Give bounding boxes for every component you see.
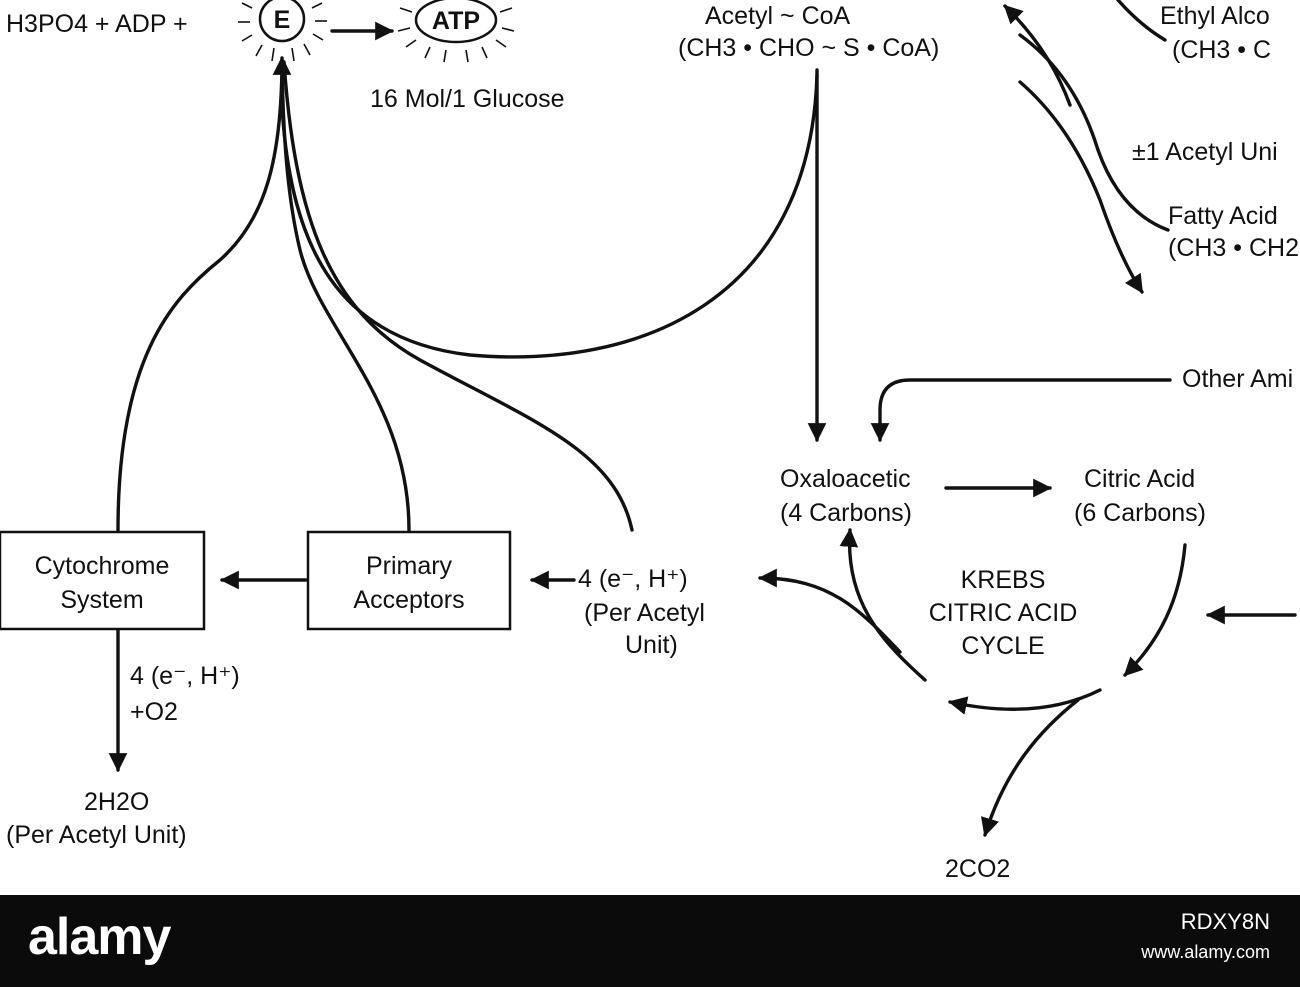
- cycle-right-arc: [1123, 543, 1187, 677]
- atp-label: ATP: [432, 7, 480, 35]
- fatty-acid-label: Fatty Acid: [1168, 202, 1278, 230]
- acetyl-coa-formula: (CH3 • CHO ~ S • CoA): [678, 34, 939, 62]
- cycle-left-arc: [839, 528, 927, 682]
- primary-label: Primary: [366, 552, 453, 580]
- energy-e-burst: E: [238, 0, 327, 62]
- water-label: 2H2O: [84, 788, 149, 816]
- ethyl-alcohol-label: Ethyl Alco: [1160, 2, 1270, 30]
- cycle-bottom-arc: [948, 688, 1102, 715]
- watermark-url: www.alamy.com: [1141, 942, 1270, 962]
- krebs-cycle-diagram: H3PO4 + ADP + E ATP 16 Mol/1 Glucose Ace…: [0, 0, 1299, 883]
- atp-burst: ATP: [397, 0, 515, 63]
- acetyl-to-e-arc: [280, 73, 819, 359]
- co2-label: 2CO2: [945, 855, 1010, 883]
- atp-yield-note: 16 Mol/1 Glucose: [370, 85, 565, 113]
- acceptors-label: Acceptors: [353, 586, 464, 614]
- watermark-image-id: RDXY8N: [1180, 909, 1270, 934]
- fatty-acid-formula: (CH3 • CH2: [1168, 234, 1299, 262]
- citric-acid-label: Citric Acid: [1084, 465, 1195, 493]
- ethyl-alcohol-curve: [1116, 0, 1167, 42]
- cycle-label: CYCLE: [961, 632, 1044, 660]
- oxaloacetic-carbons: (4 Carbons): [780, 499, 912, 527]
- electrons-in-label: 4 (e⁻, H⁺): [578, 565, 688, 593]
- cycle-to-electrons-arrow: [758, 568, 902, 654]
- cytochrome-to-e-curve: [116, 56, 292, 532]
- other-amino-label: Other Ami: [1182, 365, 1293, 393]
- cytochrome-system-box: [0, 530, 206, 631]
- cytochrome-label: Cytochrome: [35, 552, 170, 580]
- other-amino-arrow: [870, 378, 1172, 442]
- acetyl-coa-label: Acetyl ~ CoA: [705, 2, 851, 30]
- oxaloacetic-label: Oxaloacetic: [780, 465, 911, 493]
- to-acetyl-coa-arrow: [1003, 4, 1072, 107]
- watermark-logo: alamy: [28, 908, 171, 966]
- oxygen-label: +O2: [130, 698, 178, 726]
- krebs-label: KREBS: [961, 566, 1046, 594]
- citric-acid-cycle-label: CITRIC ACID: [929, 599, 1078, 627]
- primary-acceptors-box: [306, 530, 512, 631]
- cycle-to-co2-arrow: [981, 698, 1080, 837]
- cytochrome-system-label: System: [60, 586, 143, 614]
- ethyl-alcohol-formula: (CH3 • C: [1172, 36, 1271, 64]
- energy-formula: H3PO4 + ADP +: [6, 10, 188, 38]
- electrons-in-unit: Unit): [625, 631, 678, 659]
- acetyl-unit-label: ±1 Acetyl Uni: [1132, 138, 1278, 166]
- water-per-acetyl-label: (Per Acetyl Unit): [6, 821, 187, 849]
- citric-acid-carbons: (6 Carbons): [1074, 499, 1206, 527]
- energy-e-label: E: [274, 6, 291, 34]
- electrons-to-e-curve: [282, 60, 634, 532]
- electrons-in-per-acetyl: (Per Acetyl: [584, 599, 705, 627]
- acetyl-fatty-curve: [1018, 33, 1170, 232]
- watermark-info: RDXY8N www.alamy.com: [1141, 907, 1270, 967]
- primary-to-e-curve: [280, 58, 411, 532]
- to-fatty-acid-arrow: [1018, 80, 1144, 294]
- electrons-out-label: 4 (e⁻, H⁺): [130, 662, 240, 690]
- watermark-bar: alamy RDXY8N www.alamy.com: [0, 895, 1300, 987]
